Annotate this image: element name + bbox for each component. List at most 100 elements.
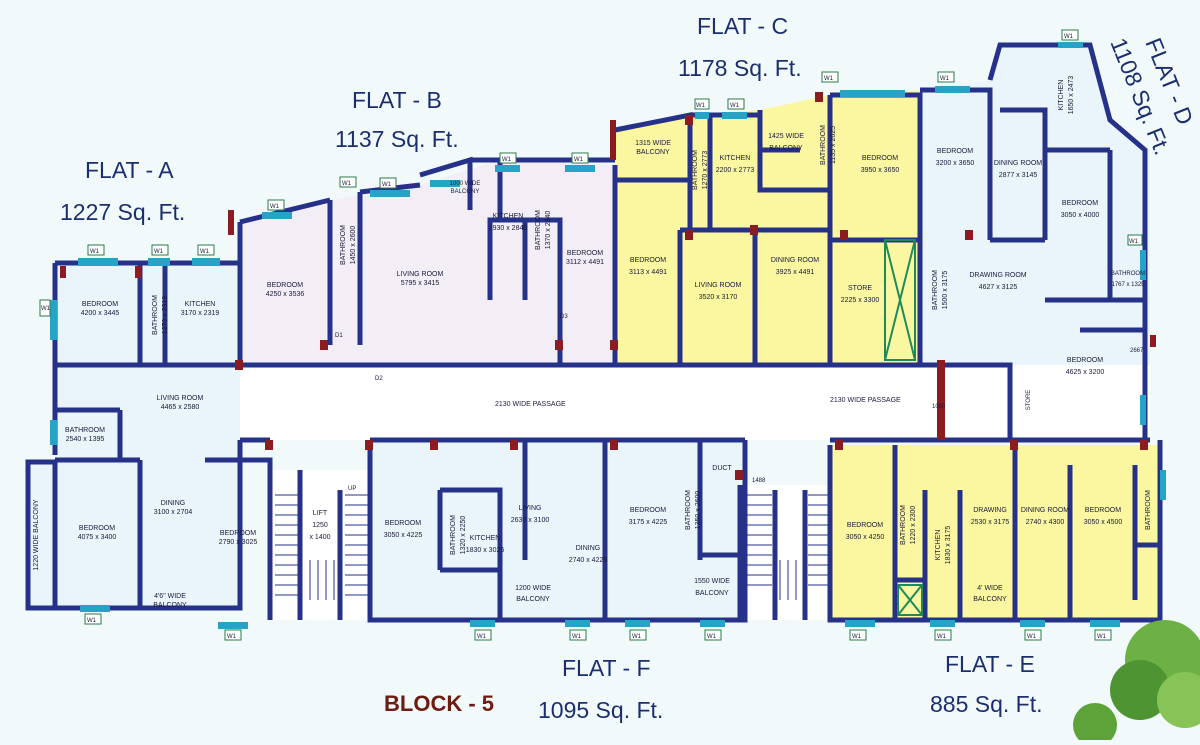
window [1020, 620, 1045, 627]
room-name: BEDROOM [385, 520, 421, 527]
column [235, 360, 243, 370]
room-name: STORE [1026, 390, 1032, 411]
passage-walls [240, 362, 1150, 443]
column [1150, 335, 1156, 347]
room-name: KITCHEN [185, 301, 216, 308]
room-name: DINING [576, 545, 601, 552]
svg-text:W1: W1 [632, 634, 642, 640]
room-size: 1767 x 1325 [1111, 282, 1145, 288]
window [1058, 42, 1083, 48]
flat-e-area: 885 Sq. Ft. [930, 691, 1043, 717]
room-size: 2877 x 3145 [999, 172, 1038, 179]
window-marker: W1 [39, 299, 51, 317]
room-size: 3100 x 2704 [154, 509, 193, 516]
column [840, 230, 848, 240]
room-name: BATHROOM [65, 427, 105, 434]
window-marker: W1 [1094, 629, 1112, 641]
window-marker: W1 [151, 244, 169, 256]
window-marker: W1 [1127, 234, 1143, 246]
door-marker: D1 [335, 333, 343, 339]
room-size: 1350 x 2600 [695, 491, 702, 530]
stair-up-label: UP [348, 486, 356, 492]
ducts [884, 239, 923, 616]
window [935, 86, 970, 93]
window [1090, 620, 1120, 627]
room-size: 1650 x 2473 [1068, 76, 1075, 115]
svg-text:W1: W1 [87, 618, 97, 624]
column [265, 440, 273, 450]
window-marker: W1 [571, 152, 589, 164]
window-markers: W1 W1 W1 W1 W1 W1 W1 W1 W1 W1 W1 W1 W1 W… [39, 29, 1143, 641]
window-marker: W1 [937, 71, 955, 83]
tree-canopy [1157, 672, 1200, 728]
stair-right-treads [745, 494, 828, 586]
room-size: 1250 [312, 522, 328, 529]
room-size: BALCONY [695, 590, 729, 597]
room-size: 1500 x 3175 [942, 271, 949, 310]
room-name: BEDROOM [1085, 507, 1121, 514]
room-name: DRAWING ROOM [969, 272, 1026, 279]
window-marker: W1 [474, 629, 492, 641]
room-size: 4625 x 3200 [1066, 369, 1105, 376]
room-size: BALCONY [516, 596, 550, 603]
column [610, 440, 618, 450]
room-size: 3113 x 4491 [629, 269, 667, 276]
column [610, 340, 618, 350]
stair-right-landing [779, 560, 797, 600]
window [50, 300, 57, 340]
room-name: 1315 WIDE [635, 140, 671, 147]
room-size: 1270 x 2773 [702, 151, 709, 190]
room-name: KITCHEN [1058, 80, 1065, 111]
svg-text:W1: W1 [940, 76, 950, 82]
room-size: 4250 x 3536 [266, 291, 305, 298]
room-size: BALCONY [973, 596, 1007, 603]
room-name: KITCHEN [470, 535, 501, 542]
flat-d-walls [917, 42, 1150, 443]
flat-f-title: FLAT - F [562, 655, 651, 681]
room-name: 1425 WIDE [768, 133, 804, 140]
svg-text:W1: W1 [41, 306, 51, 312]
svg-text:W1: W1 [852, 634, 862, 640]
svg-text:W1: W1 [1129, 239, 1139, 245]
room-name: DRAWING [973, 507, 1007, 514]
window [1140, 395, 1146, 425]
room-size: BALCONY [153, 602, 187, 609]
column [965, 230, 973, 240]
flat-c-title: FLAT - C [697, 13, 788, 39]
room-size: 2540 x 1395 [66, 436, 105, 443]
svg-text:W1: W1 [227, 634, 237, 640]
tree-decoration [1073, 620, 1200, 745]
flat-b-floor [240, 160, 615, 365]
room-name: 1550 WIDE [694, 578, 730, 585]
stair-right-floor [740, 485, 830, 620]
flat-e-floor [830, 445, 1160, 620]
room-name: DINING ROOM [994, 160, 1042, 167]
svg-text:W1: W1 [154, 249, 164, 255]
window [78, 258, 118, 266]
flat-a-balcony-walls [25, 459, 58, 611]
room-size: x 1400 [309, 534, 330, 541]
column [1010, 440, 1018, 450]
column [135, 266, 141, 278]
windows [50, 42, 1166, 629]
svg-text:W1: W1 [572, 634, 582, 640]
flat-a-title: FLAT - A [85, 157, 174, 183]
window-marker: W1 [569, 629, 587, 641]
room-size: 2790 x 3025 [219, 539, 258, 546]
stair-treads [275, 494, 828, 600]
room-name: LIVING [519, 505, 542, 512]
window [722, 112, 747, 119]
room-name: BEDROOM [630, 257, 666, 264]
svg-text:W1: W1 [1027, 634, 1037, 640]
room-size: 2740 x 4225 [569, 557, 608, 564]
room-name: DINING [161, 500, 186, 507]
room-name: BATHROOM [900, 505, 907, 545]
svg-text:W1: W1 [382, 182, 392, 188]
window-marker: W1 [197, 244, 215, 256]
window [625, 620, 650, 627]
room-size: 3200 x 3650 [936, 160, 975, 167]
window [930, 620, 955, 627]
room-name: LIVING ROOM [695, 282, 742, 289]
room-name: BEDROOM [1062, 200, 1098, 207]
